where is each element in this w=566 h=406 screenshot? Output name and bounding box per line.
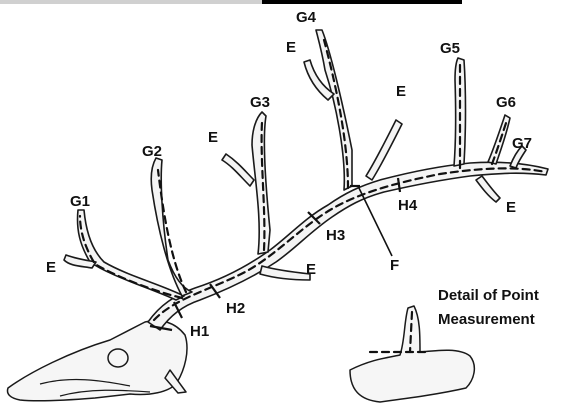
label-g4: G4 xyxy=(296,9,317,26)
label-f: F xyxy=(390,257,399,274)
tines xyxy=(64,30,526,300)
label-e-g3: E xyxy=(208,129,218,146)
tine-g2 xyxy=(151,158,192,296)
label-g5: G5 xyxy=(440,40,460,57)
label-e-h4: E xyxy=(506,199,516,216)
label-e-g4: E xyxy=(286,39,296,56)
label-h1: H1 xyxy=(190,323,209,340)
label-e-g5: E xyxy=(396,83,406,100)
skull-eye-socket xyxy=(108,349,128,367)
label-g2: G2 xyxy=(142,143,162,160)
caption-line-2: Measurement xyxy=(438,311,535,328)
label-g7: G7 xyxy=(512,135,532,152)
tine-e-h4 xyxy=(476,176,500,202)
f-leader-line xyxy=(358,186,392,256)
label-e-h2: E xyxy=(306,261,316,278)
tine-e-g5 xyxy=(366,120,402,180)
label-g3: G3 xyxy=(250,94,270,111)
tine-g3 xyxy=(252,112,270,254)
label-e-g1: E xyxy=(46,259,56,276)
tine-e-g3 xyxy=(222,154,254,186)
tine-g4 xyxy=(316,30,352,190)
tine-e-h2 xyxy=(260,266,310,280)
label-h4: H4 xyxy=(398,197,418,214)
elk-skull xyxy=(8,321,187,401)
label-g6: G6 xyxy=(496,94,516,111)
caption-line-1: Detail of Point xyxy=(438,287,539,304)
label-h3: H3 xyxy=(326,227,345,244)
label-h2: H2 xyxy=(226,300,245,317)
tine-g6 xyxy=(488,115,510,164)
label-g1: G1 xyxy=(70,193,90,210)
